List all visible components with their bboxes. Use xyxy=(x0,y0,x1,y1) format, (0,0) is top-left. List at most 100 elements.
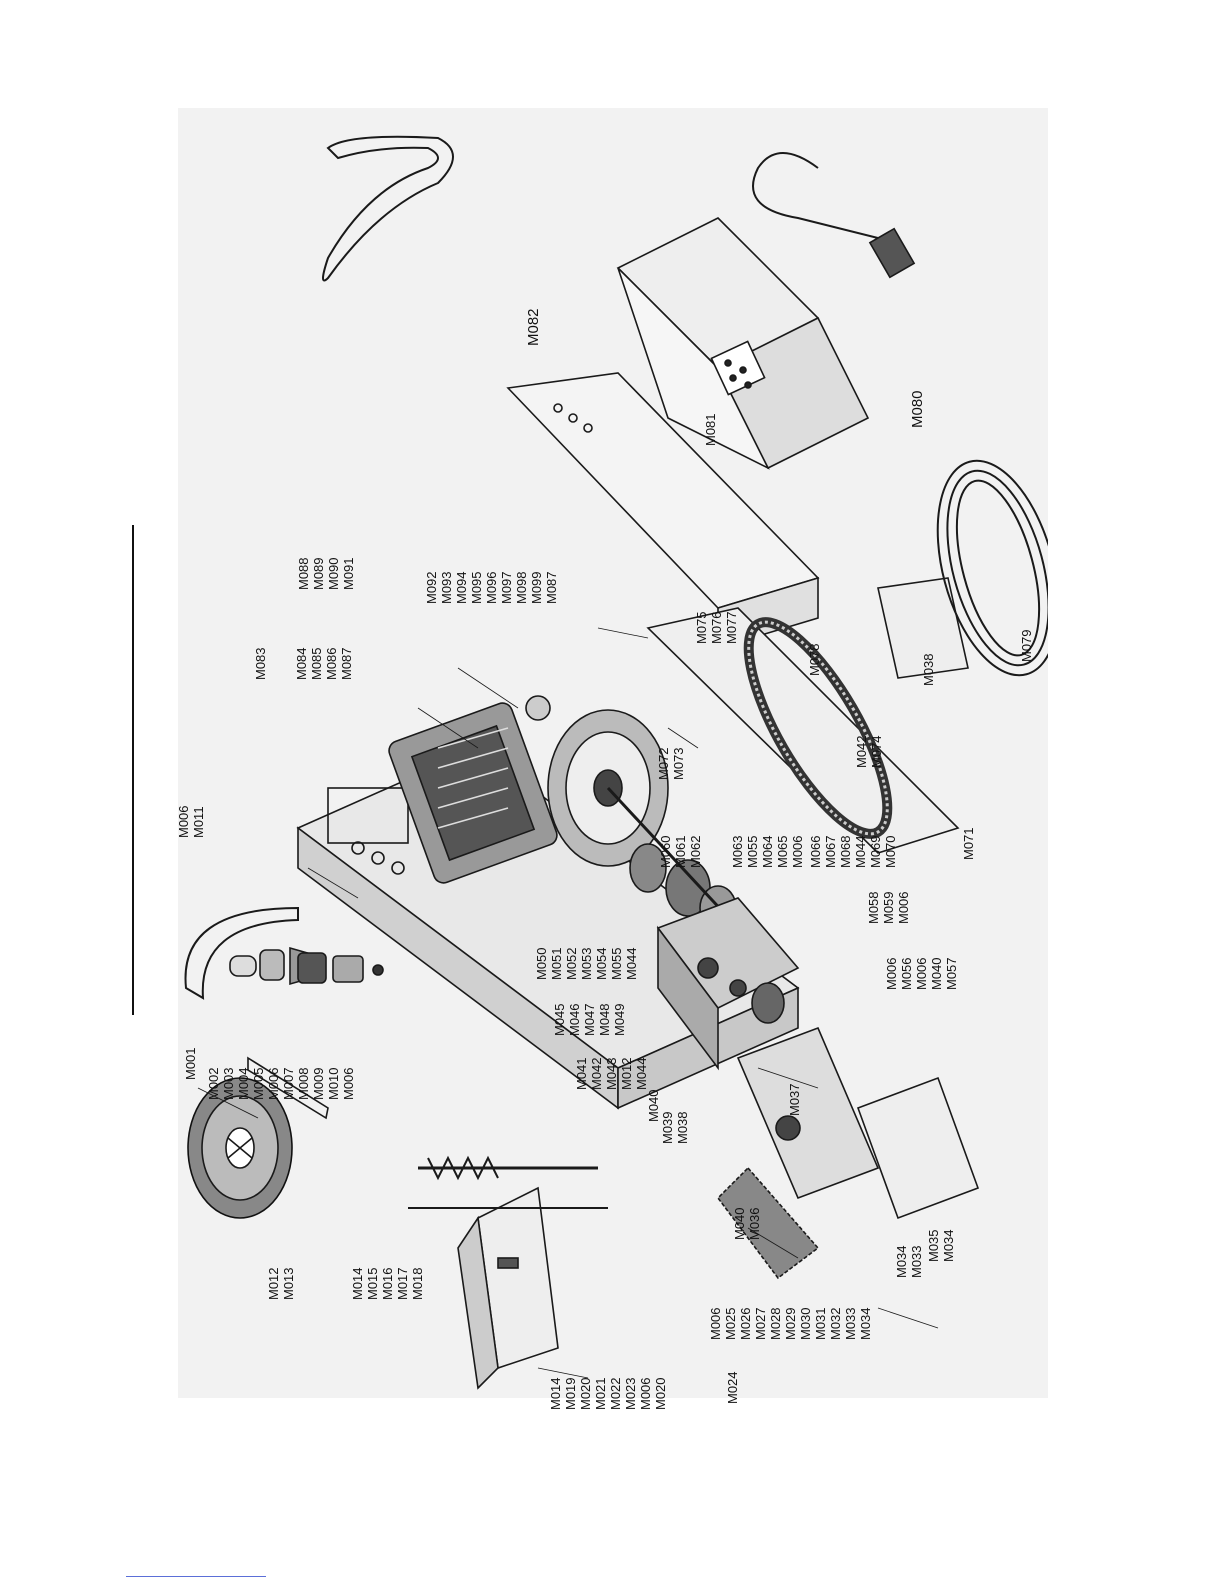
long-arm xyxy=(506,372,960,854)
part-label-group: M014 M015 M016 M017 M018 xyxy=(350,1267,425,1300)
part-label: M097 xyxy=(499,571,514,604)
part-label: M017 xyxy=(395,1267,410,1300)
part-label: M055 xyxy=(745,835,760,868)
carrying-strap xyxy=(322,135,454,282)
part-label: M070 xyxy=(883,835,898,868)
part-label: M004 xyxy=(236,1067,251,1100)
part-label: M080 xyxy=(909,390,926,428)
part-label: M014 xyxy=(548,1377,563,1410)
part-label: M024 xyxy=(725,1371,740,1404)
part-label-group: M088 M089 M090 M091 xyxy=(296,557,356,590)
part-label: M006 xyxy=(884,957,899,990)
part-label: M085 xyxy=(309,647,324,680)
part-label: M006 xyxy=(790,835,805,868)
part-label: M002 xyxy=(206,1067,221,1100)
part-label: M031 xyxy=(813,1307,828,1340)
part-label: M034 xyxy=(858,1307,873,1340)
part-label-group: M075 M076 M077 xyxy=(694,611,739,644)
part-label: M086 xyxy=(324,647,339,680)
part-label: M043 xyxy=(604,1057,619,1090)
part-label-group: M050 M051 M052 M053 M054 M055 M044 xyxy=(534,947,639,980)
part-label: M050 xyxy=(534,947,549,980)
part-label: M021 xyxy=(593,1377,608,1410)
front-housing xyxy=(457,1186,559,1390)
part-label: M032 xyxy=(828,1307,843,1340)
part-label: M008 xyxy=(296,1067,311,1100)
side-housing xyxy=(736,1026,980,1220)
part-label: M044 xyxy=(634,1057,649,1090)
part-label-group: M084 M085 M086 M087 xyxy=(294,647,354,680)
part-label: M061 xyxy=(673,835,688,868)
part-label: M039 xyxy=(660,1111,675,1144)
cone-stack xyxy=(229,946,384,986)
leader-lines xyxy=(197,627,939,1379)
part-label: M040 xyxy=(929,957,944,990)
part-label: M026 xyxy=(738,1307,753,1340)
part-label: M006 xyxy=(266,1067,281,1100)
part-label: M072 xyxy=(656,747,671,780)
part-label: M006 xyxy=(708,1307,723,1340)
part-label-group: M014 M019 M020 M021 M022 M023 M006 M020 xyxy=(548,1377,668,1410)
part-label-group: M072 M073 xyxy=(656,747,686,780)
part-label: M079 xyxy=(1019,629,1034,662)
part-label: M007 xyxy=(281,1067,296,1100)
part-label: M038 xyxy=(675,1111,690,1144)
part-label: M003 xyxy=(221,1067,236,1100)
gearbox xyxy=(656,897,800,1071)
part-label: M073 xyxy=(671,747,686,780)
part-label: M005 xyxy=(251,1067,266,1100)
gear-train xyxy=(606,786,740,931)
part-label: M020 xyxy=(653,1377,668,1410)
part-label: M089 xyxy=(311,557,326,590)
part-label-group: M035 M034 xyxy=(926,1229,956,1262)
part-label: M075 xyxy=(694,611,709,644)
band-guard xyxy=(184,906,299,1000)
part-label-group: M006 M011 xyxy=(176,805,206,838)
part-label: M034 xyxy=(894,1245,909,1278)
part-label: M045 xyxy=(552,1003,567,1036)
part-label: M048 xyxy=(597,1003,612,1036)
part-label: M077 xyxy=(724,611,739,644)
part-label: M019 xyxy=(563,1377,578,1410)
part-label: M011 xyxy=(191,806,206,838)
part-label: M063 xyxy=(730,835,745,868)
part-label: M040 xyxy=(646,1089,661,1122)
part-label-group: M041 M042 M043 M012 M044 xyxy=(574,1057,649,1090)
margin-rule xyxy=(132,525,134,1015)
part-label: M042 xyxy=(589,1057,604,1090)
part-label: M060 xyxy=(658,835,673,868)
part-label: M013 xyxy=(281,1267,296,1300)
part-label: M081 xyxy=(703,413,718,446)
motor xyxy=(388,695,558,884)
part-label: M010 xyxy=(326,1067,341,1100)
part-label: M087 xyxy=(544,571,559,604)
part-label: M054 xyxy=(594,947,609,980)
part-label: M091 xyxy=(341,557,356,590)
part-label: M001 xyxy=(183,1047,198,1080)
part-label: M035 xyxy=(926,1229,941,1262)
part-label-group: M040 xyxy=(646,1089,661,1122)
part-label: M059 xyxy=(881,891,896,924)
part-label: M053 xyxy=(579,947,594,980)
part-label: M006 xyxy=(176,805,191,838)
part-label: M087 xyxy=(339,647,354,680)
part-label: M051 xyxy=(549,947,564,980)
part-label: M033 xyxy=(909,1245,924,1278)
part-label: M082 xyxy=(525,308,542,346)
part-label: M033 xyxy=(843,1307,858,1340)
part-label: M068 xyxy=(838,835,853,868)
part-label: M093 xyxy=(439,571,454,604)
part-label: M012 xyxy=(619,1057,634,1090)
part-label: M006 xyxy=(638,1377,653,1410)
part-label-group: M040 M036 xyxy=(732,1207,762,1240)
power-cable xyxy=(752,152,899,269)
part-label-group: M066 M067 M068 M044 M069 M070 xyxy=(808,835,898,868)
part-label: M042 xyxy=(854,735,869,768)
part-label-group: M034 M033 xyxy=(894,1245,924,1278)
part-label: M090 xyxy=(326,557,341,590)
part-label: M084 xyxy=(294,647,309,680)
part-label: M012 xyxy=(266,1267,281,1300)
part-label: M074 xyxy=(869,735,884,768)
support-bracket xyxy=(877,577,969,679)
part-label-group: M058 M059 M006 xyxy=(866,891,911,924)
